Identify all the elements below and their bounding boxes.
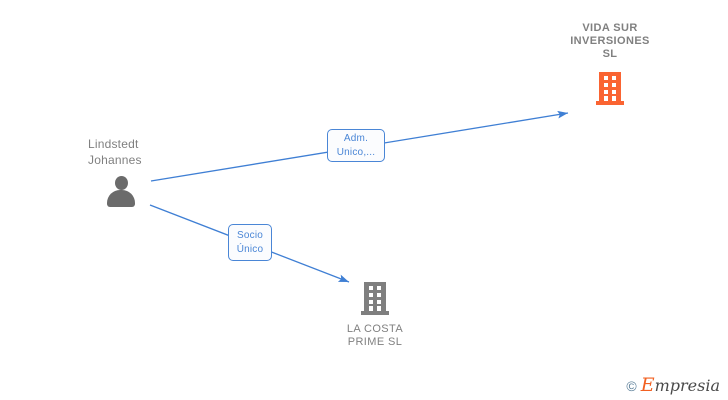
brand-wordmark: Empresia bbox=[640, 374, 720, 396]
node-la-costa-prime-sl[interactable]: LA COSTA PRIME SL bbox=[316, 282, 434, 349]
copyright-icon: © bbox=[626, 377, 637, 394]
node-vida-sur-inversiones-sl[interactable]: VIDA SUR INVERSIONES SL bbox=[551, 22, 669, 105]
node-label-la-costa-prime-sl: LA COSTA PRIME SL bbox=[346, 323, 404, 348]
node-lindstedt-johannes[interactable]: Lindstedt Johannes bbox=[88, 136, 208, 208]
building-icon bbox=[361, 282, 389, 315]
edge-label-adm-unico[interactable]: Adm. Unico,... bbox=[327, 129, 385, 162]
watermark-empresia: © Empresia bbox=[626, 374, 720, 396]
edge-label-socio-unico[interactable]: Socio Único bbox=[228, 224, 272, 261]
node-label-vida-sur-inversiones-sl: VIDA SUR INVERSIONES SL bbox=[570, 22, 650, 60]
person-icon bbox=[104, 174, 138, 208]
brand-initial: E bbox=[640, 374, 655, 396]
node-label-lindstedt-johannes: Lindstedt Johannes bbox=[88, 137, 142, 167]
brand-rest: mpresia bbox=[654, 376, 720, 395]
building-icon bbox=[596, 72, 624, 105]
